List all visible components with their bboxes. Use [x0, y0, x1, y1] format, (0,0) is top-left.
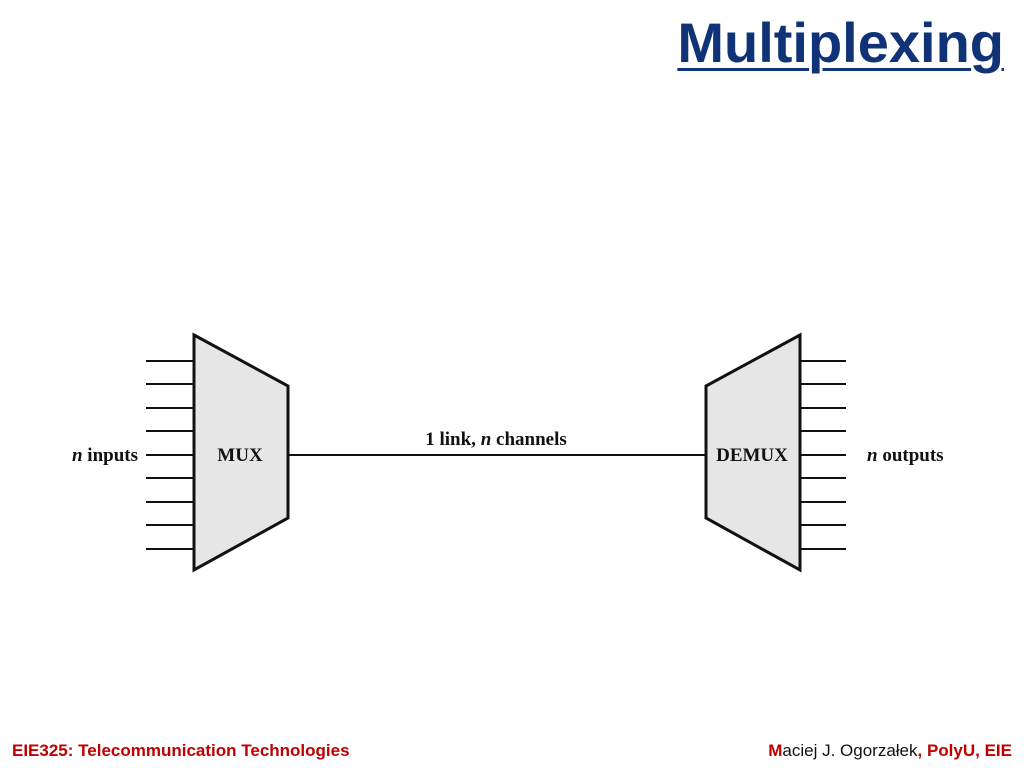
mux-block [192, 332, 290, 573]
outputs-label: n outputs [867, 445, 944, 466]
demux-label: DEMUX [716, 445, 788, 466]
outputs-word: outputs [878, 445, 944, 466]
link-n: n [481, 429, 492, 450]
footer-author-name: aciej J. Ogorzałek [782, 741, 918, 760]
link-suffix: channels [491, 429, 567, 450]
input-lines [146, 360, 194, 550]
inputs-word: inputs [83, 445, 138, 466]
slide-title: Multiplexing [677, 11, 1004, 74]
mux-label: MUX [217, 445, 263, 466]
link-label: 1 link, n channels [425, 429, 567, 450]
inputs-label: n inputs [72, 445, 138, 466]
footer-institution: , PolyU, EIE [917, 741, 1012, 760]
link-prefix: 1 link, [425, 429, 480, 450]
output-lines [800, 360, 846, 550]
footer-author-initial: M [768, 741, 783, 760]
inputs-n: n [72, 445, 83, 466]
outputs-n: n [867, 445, 878, 466]
demux-block [704, 332, 802, 573]
footer-course: EIE325: Telecommunication Technologies [12, 741, 350, 760]
footer-author: Maciej J. Ogorzałek, PolyU, EIE [768, 741, 1012, 761]
